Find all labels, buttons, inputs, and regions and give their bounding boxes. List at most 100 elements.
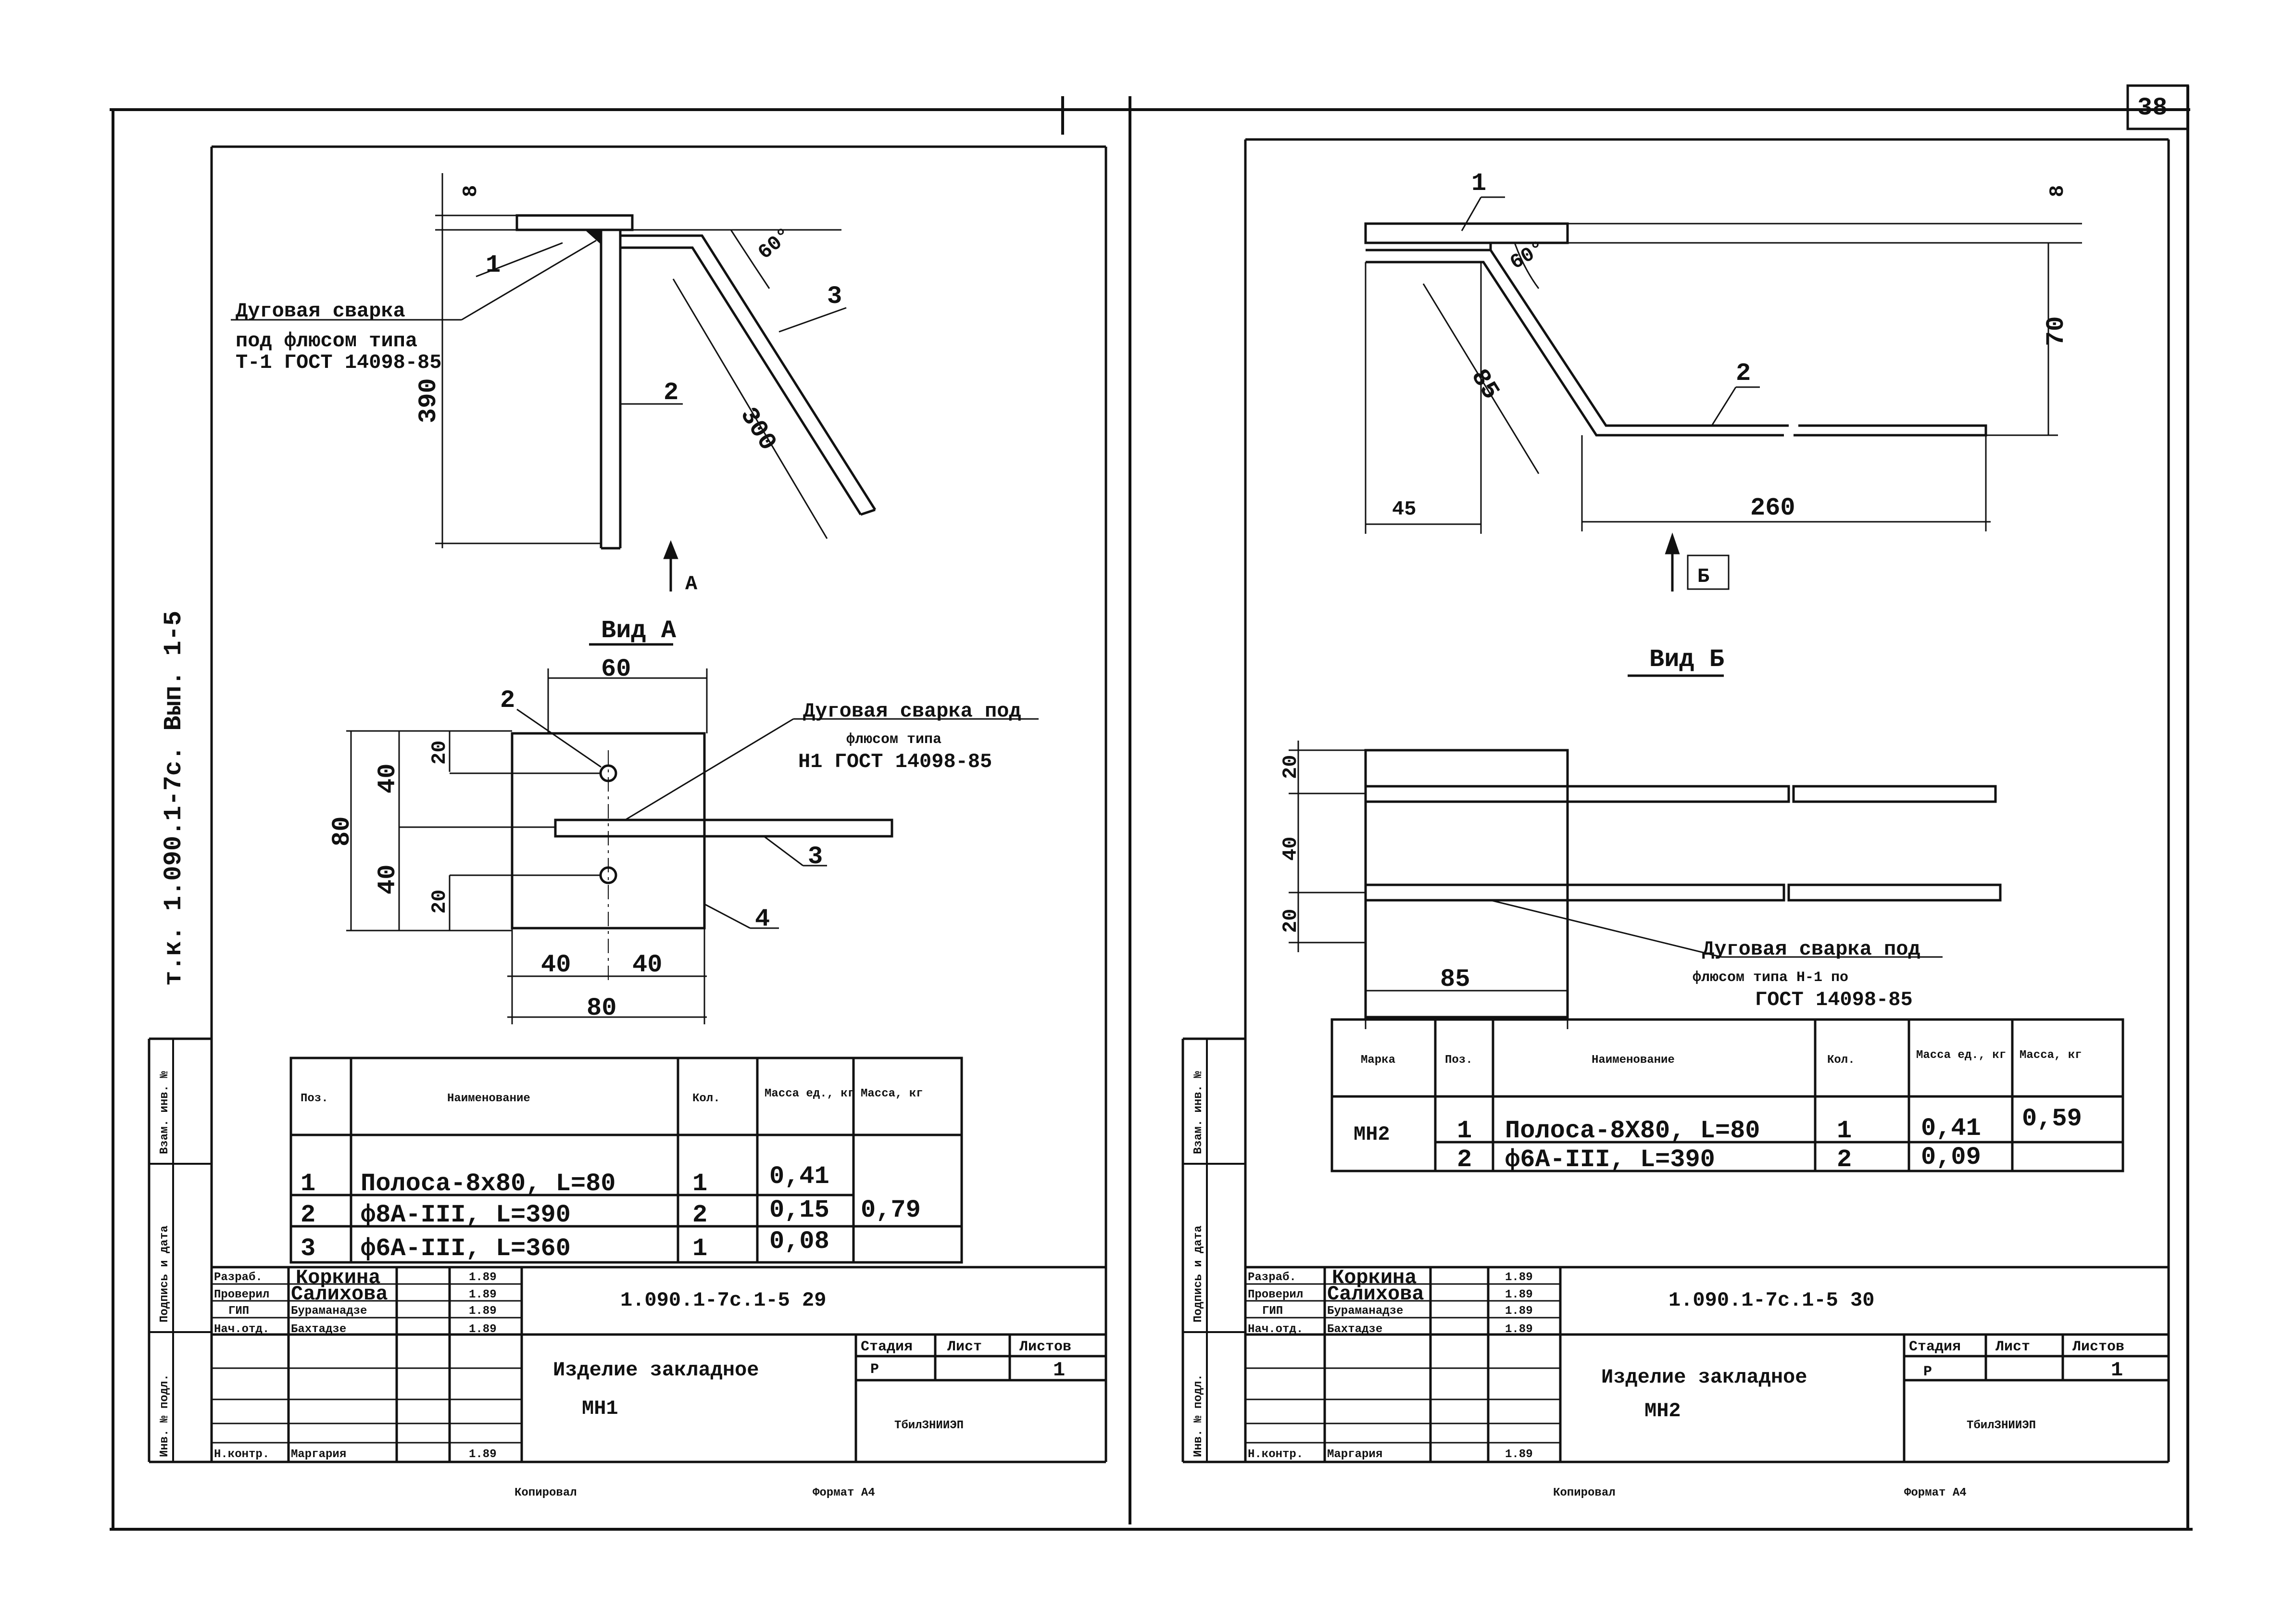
left-view-pos-3: 3 <box>808 843 823 871</box>
left-elevation <box>231 173 877 592</box>
spec-cell-qty: 1 <box>692 1234 707 1263</box>
spec-cell-pos: 2 <box>1457 1146 1472 1174</box>
left-org: ТбилЗНИИЭП <box>894 1419 964 1432</box>
tb-date: 1.89 <box>1505 1305 1533 1318</box>
spec-cell-unit-mass: 0,15 <box>769 1196 829 1224</box>
left-tb-row-4: Нач.отд. Бахтадзе 1.89 <box>214 1323 497 1336</box>
left-tb-row-3: ГИП Бураманадзе 1.89 <box>228 1305 497 1318</box>
right-dim-40: 40 <box>1279 837 1302 861</box>
right-spec-total-mass: 0,59 <box>2022 1105 2082 1133</box>
right-dim-70: 70 <box>2042 316 2070 346</box>
tb-date: 1.89 <box>1505 1271 1533 1284</box>
tb-name: Бураманадзе <box>1327 1305 1403 1318</box>
left-spec-table <box>289 1057 963 1264</box>
right-tb-row-1: Разраб. Коркина 1.89 <box>1248 1266 1533 1289</box>
tb-role: Разраб. <box>214 1271 263 1284</box>
right-title-block <box>1245 1266 2169 1462</box>
left-spec-h-mass: Масса, кг <box>861 1087 923 1100</box>
right-dim-20a: 20 <box>1279 755 1302 779</box>
tb-role: Н.контр. <box>1248 1448 1303 1461</box>
right-sheets-label: Листов <box>2072 1339 2124 1355</box>
spec-cell-name: Полоса-8х80, L=80 <box>361 1170 616 1198</box>
side-cell-sign: Подпись и дата <box>158 1225 171 1322</box>
right-tb-row-7: Н.контр. Маргария 1.89 <box>1248 1448 1533 1461</box>
tb-name: Бураманадзе <box>291 1305 367 1318</box>
spec-cell-name: ф6А-III, L=360 <box>361 1234 571 1263</box>
tb-role: Разраб. <box>1248 1271 1296 1284</box>
spec-cell-name: ф6А-III, L=390 <box>1505 1146 1715 1174</box>
right-item-title: Изделие закладное <box>1601 1366 1807 1389</box>
left-spec-row-1: 1 Полоса-8х80, L=80 1 0,41 <box>301 1162 829 1198</box>
left-dim-60: 60 <box>601 655 631 683</box>
left-spec-h-unit-mass: Масса ед., кг <box>765 1087 854 1100</box>
left-dim-40d: 40 <box>632 951 662 979</box>
right-elevation <box>1364 196 2082 592</box>
right-tb-row-4: Нач.отд. Бахтадзе 1.89 <box>1248 1323 1533 1336</box>
left-view-pos-2: 2 <box>500 686 515 715</box>
right-view-title: Вид Б <box>1649 645 1724 674</box>
right-pos-2: 2 <box>1736 359 1751 388</box>
right-item-mark: МН2 <box>1644 1399 1681 1423</box>
tb-date: 1.89 <box>469 1271 497 1284</box>
right-spec-mark: МН2 <box>1354 1123 1390 1146</box>
right-sheet-label: Лист <box>1995 1339 2030 1355</box>
right-view-b <box>1289 741 2002 1029</box>
right-tb-row-3: ГИП Бураманадзе 1.89 <box>1262 1305 1533 1318</box>
left-dim-40a: 40 <box>374 764 402 793</box>
right-spec-h-mass: Масса, кг <box>2020 1049 2082 1062</box>
right-dim-45: 45 <box>1392 498 1416 521</box>
tb-date: 1.89 <box>469 1323 497 1336</box>
side-stamp-grid-right <box>1183 1039 1245 1462</box>
left-sheets-label: Листов <box>1019 1339 1071 1355</box>
right-weld-note-b: флюсом типа Н-1 по <box>1693 969 1848 986</box>
side-cell-swap: Взам. инв. № <box>158 1071 171 1154</box>
left-spec-h-pos: Поз. <box>301 1092 328 1105</box>
page-number: 38 <box>2137 94 2167 122</box>
tb-name: Коркина <box>1332 1266 1417 1289</box>
left-dim-20a: 20 <box>428 741 451 765</box>
right-spec-h-unit-mass: Масса ед., кг <box>1916 1049 2006 1062</box>
left-dim-8: 8 <box>459 185 482 197</box>
side-stamp-grid-left <box>149 1039 212 1462</box>
tb-role: Нач.отд. <box>214 1323 269 1336</box>
left-view-pos-4: 4 <box>755 905 770 933</box>
spec-cell-qty: 2 <box>692 1201 707 1229</box>
tb-role: Проверил <box>1248 1288 1303 1301</box>
tb-name: Коркина <box>296 1266 380 1289</box>
tb-role: ГИП <box>1262 1305 1283 1318</box>
left-tb-row-7: Н.контр. Маргария 1.89 <box>214 1448 497 1461</box>
right-spec-h-mark: Марка <box>1361 1054 1395 1067</box>
tb-date: 1.89 <box>469 1288 497 1301</box>
spec-cell-unit-mass: 0,09 <box>1921 1143 1981 1171</box>
spec-cell-pos: 2 <box>301 1201 315 1229</box>
spec-cell-unit-mass: 0,41 <box>1921 1114 1981 1143</box>
outer-frame <box>110 86 2193 1531</box>
left-weld-note-2b: флюсом типа <box>846 731 941 748</box>
right-spec-table <box>1330 1018 2124 1172</box>
right-arrow-label: Б <box>1697 565 1709 588</box>
side-stamp: т.к. 1.090.1-7с. Вып. 1-5 <box>160 611 188 986</box>
left-dim-80: 80 <box>328 817 356 846</box>
tb-date: 1.89 <box>469 1305 497 1318</box>
tb-name: Маргария <box>291 1448 346 1461</box>
spec-cell-qty: 2 <box>1837 1146 1852 1174</box>
right-footer-format: Формат А4 <box>1904 1486 1967 1499</box>
right-org: ТбилЗНИИЭП <box>1967 1419 2036 1432</box>
tb-name: Бахтадзе <box>291 1323 346 1336</box>
spec-cell-unit-mass: 0,41 <box>769 1162 829 1191</box>
right-dim-20b: 20 <box>1279 909 1302 933</box>
left-weld-note-2c: Н1 ГОСТ 14098-85 <box>798 750 992 773</box>
side-cell-sign-right: Подпись и дата <box>1192 1225 1205 1322</box>
right-stage-label: Стадия <box>1909 1339 1961 1355</box>
right-dim-260: 260 <box>1750 494 1795 522</box>
left-weld-note-1a: Дуговая сварка <box>236 300 405 323</box>
left-title-block <box>212 1266 1106 1462</box>
left-tb-row-2: Проверил Салихова 1.89 <box>214 1283 497 1306</box>
left-pos-1: 1 <box>486 251 501 279</box>
spec-cell-unit-mass: 0,08 <box>769 1227 829 1256</box>
right-pos-1: 1 <box>1471 169 1486 198</box>
tb-date: 1.89 <box>1505 1448 1533 1461</box>
left-spec-total-mass: 0,79 <box>861 1196 921 1224</box>
